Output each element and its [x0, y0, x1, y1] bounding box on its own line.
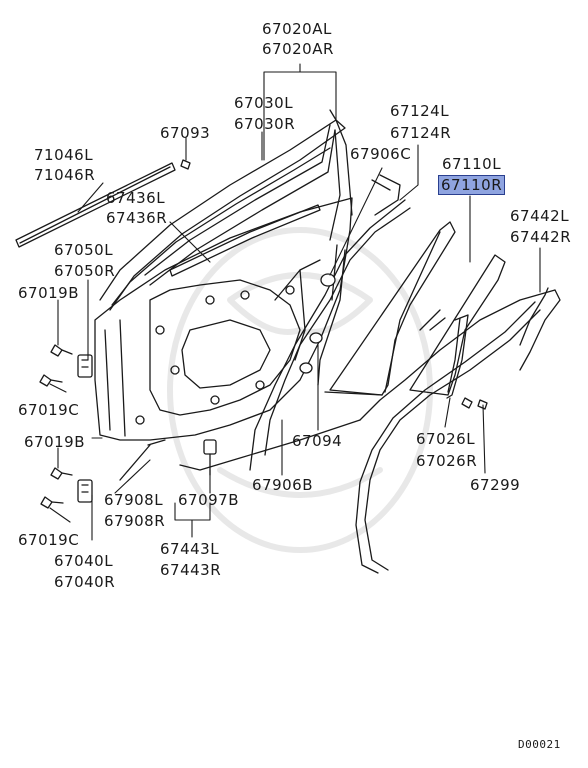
label-67443r[interactable]: 67443R: [160, 561, 222, 579]
inner-weatherstrip: [169, 204, 321, 277]
label-67030r[interactable]: 67030R: [234, 115, 296, 133]
label-67094[interactable]: 67094: [292, 432, 343, 450]
plugs: [299, 273, 336, 374]
hinge-lower: [77, 479, 93, 503]
label-67026r[interactable]: 67026R: [416, 452, 478, 470]
label-67299[interactable]: 67299: [470, 476, 521, 494]
door-sash-outline: [99, 109, 353, 311]
label-71046l[interactable]: 71046L: [34, 146, 94, 164]
glass-run-rear: [317, 174, 401, 386]
bolts: [39, 159, 488, 509]
glass-run-channel: [144, 124, 341, 286]
lower-seal: [119, 439, 166, 481]
door-glass: [324, 221, 456, 396]
label-67124r[interactable]: 67124R: [390, 124, 452, 142]
label-67110r-highlighted[interactable]: 67110R: [438, 175, 506, 195]
hinge-upper: [77, 354, 93, 378]
label-67026l[interactable]: 67026L: [416, 430, 476, 448]
label-67020ar[interactable]: 67020AR: [262, 40, 334, 58]
label-67442l[interactable]: 67442L: [510, 207, 570, 225]
label-67050r[interactable]: 67050R: [54, 262, 116, 280]
door-weatherstrip: [179, 199, 561, 574]
label-67093[interactable]: 67093: [160, 124, 211, 142]
division-bar: [446, 314, 469, 399]
label-67040l[interactable]: 67040L: [54, 552, 114, 570]
label-67040r[interactable]: 67040R: [54, 573, 116, 591]
label-67020al[interactable]: 67020AL: [262, 20, 332, 38]
leader-lines: [49, 63, 541, 541]
diagram-code: D00021: [518, 738, 561, 751]
label-67019c-upper[interactable]: 67019C: [18, 401, 80, 419]
quarter-glass: [409, 254, 506, 396]
label-67019b-upper[interactable]: 67019B: [18, 284, 80, 302]
label-67908r[interactable]: 67908R: [104, 512, 166, 530]
label-67908l[interactable]: 67908L: [104, 491, 164, 509]
label-67097b[interactable]: 67097B: [178, 491, 240, 509]
label-67030l[interactable]: 67030L: [234, 94, 294, 112]
label-71046r[interactable]: 71046R: [34, 166, 96, 184]
label-67436r[interactable]: 67436R: [106, 209, 168, 227]
label-67050l[interactable]: 67050L: [54, 241, 114, 259]
label-67019b-lower[interactable]: 67019B: [24, 433, 86, 451]
label-67443l[interactable]: 67443L: [160, 540, 220, 558]
door-inner-panel: [94, 197, 353, 441]
label-67442r[interactable]: 67442R: [510, 228, 572, 246]
label-67906b[interactable]: 67906B: [252, 476, 314, 494]
label-67906c[interactable]: 67906C: [350, 145, 412, 163]
belt-molding: [15, 162, 176, 248]
label-67436l[interactable]: 67436L: [106, 189, 166, 207]
label-67019c-lower[interactable]: 67019C: [18, 531, 80, 549]
label-67124l[interactable]: 67124L: [390, 102, 450, 120]
label-67110l[interactable]: 67110L: [442, 155, 502, 173]
